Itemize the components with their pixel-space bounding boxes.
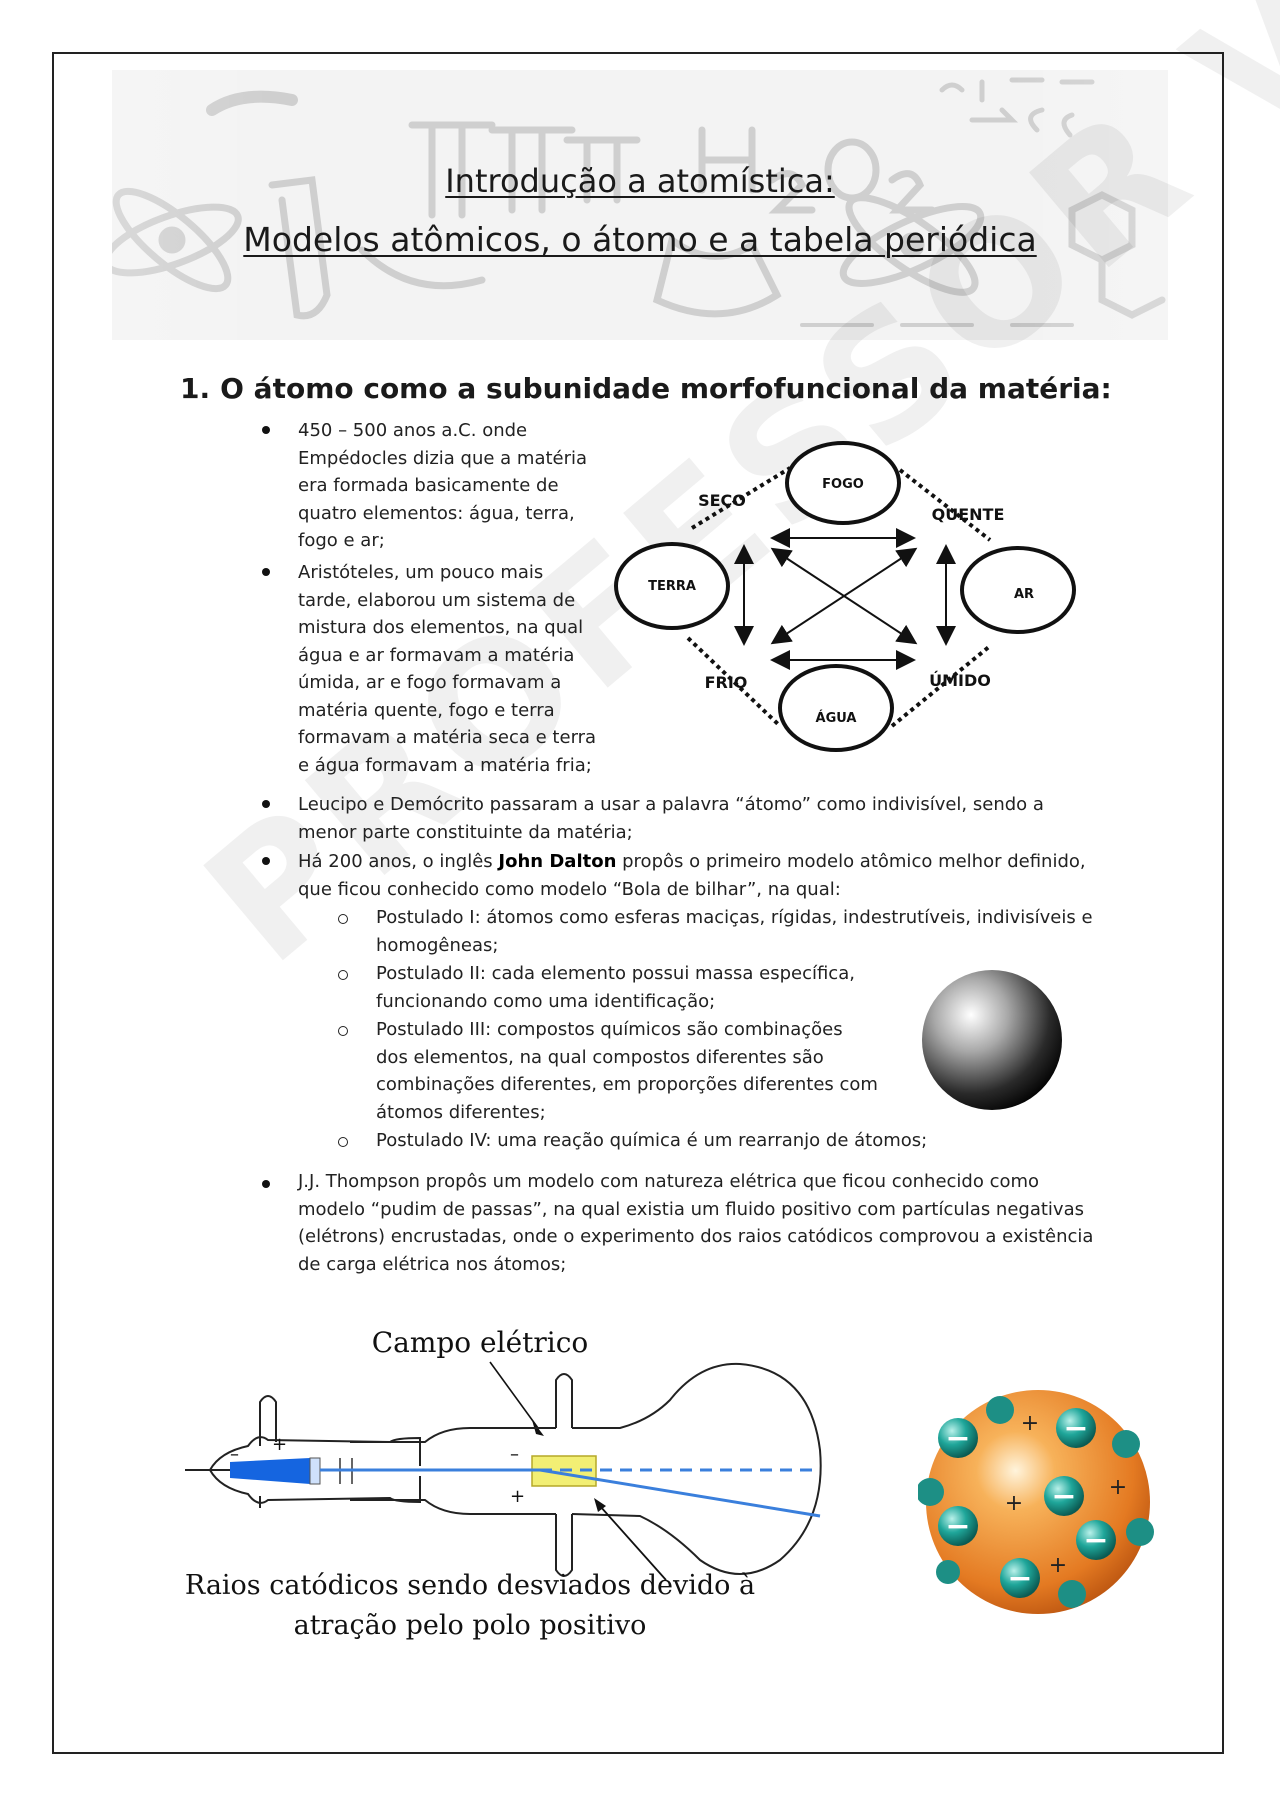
fogo-circle (785, 441, 901, 525)
ar-label: AR (1014, 587, 1034, 602)
plus-sign-plate: + (510, 1486, 525, 1507)
bullet-dot (262, 800, 270, 808)
plus-sign: + (1005, 1491, 1023, 1516)
four-elements-diagram: FOGO TERRA AR ÁGUA SECO QUENTE FRIO ÚMID… (614, 441, 1076, 752)
plus-sign: + (1049, 1553, 1067, 1578)
minus-sign: − (945, 1509, 970, 1544)
page-frame (52, 52, 1224, 1754)
text-line: fogo e ar; (298, 530, 385, 551)
agua-circle (778, 664, 894, 752)
minus-sign-left: – (230, 1444, 239, 1465)
positive-signs: + + + + (1005, 1411, 1127, 1578)
text-line: quatro elementos: água, terra, (298, 502, 575, 524)
cathode-ray-figure: Campo elétrico + – – + Raios catódicos s… (185, 1326, 822, 1641)
text-line: Postulado I: átomos como esferas maciças… (376, 907, 1093, 928)
postulado-2: Postulado II: cada elemento possui massa… (376, 960, 855, 1015)
text-line: Aristóteles, um pouco mais (298, 562, 544, 583)
text-line: (elétrons) encrustadas, onde o experimen… (298, 1226, 1094, 1247)
banner-doodles (112, 70, 1168, 340)
text-line: Empédocles dizia que a matéria (298, 447, 588, 469)
frio-label: FRIO (705, 673, 748, 692)
minus-sign: − (1051, 1479, 1076, 1514)
sub-bullet (338, 970, 348, 980)
text-line: água e ar formavam a matéria (298, 644, 575, 666)
cathode-caption-line2: atração pelo polo positivo (294, 1610, 647, 1641)
seco-label: SECO (698, 491, 746, 510)
text-line: formavam a matéria seca e terra (298, 727, 597, 748)
bullet-dot (262, 426, 270, 434)
section-title-text: O átomo como a subunidade morfofuncional… (220, 372, 1112, 405)
text-line: homogêneas; (376, 934, 499, 956)
text-line: Postulado III: compostos químicos são co… (376, 1019, 843, 1040)
text-line: menor parte constituinte da matéria; (298, 821, 633, 843)
text-line: J.J. Thompson propôs um modelo com natur… (298, 1171, 1040, 1192)
minus-sign: − (1083, 1523, 1108, 1558)
text-fragment: propôs o primeiro modelo atômico melhor … (616, 851, 1086, 872)
electrons (918, 1396, 1154, 1608)
bullet-dot (262, 568, 270, 576)
minus-sign: − (945, 1421, 970, 1456)
text-line: combinações diferentes, em proporções di… (376, 1074, 878, 1095)
text-line: modelo “pudim de passas”, na qual existi… (298, 1198, 1084, 1220)
bullet-aristoteles: Aristóteles, um pouco mais tarde, elabor… (298, 559, 596, 779)
umido-label: ÚMIDO (929, 671, 991, 690)
text-line: matéria quente, fogo e terra (298, 699, 555, 721)
text-line: que ficou conhecido como modelo “Bola de… (298, 878, 841, 900)
bullet-empedocles: 450 – 500 anos a.C. onde Empédocles dizi… (298, 417, 587, 555)
terra-label: TERRA (648, 579, 696, 594)
quente-label: QUENTE (932, 505, 1005, 524)
bullet-dalton: Há 200 anos, o inglês John Dalton propôs… (298, 848, 1086, 903)
text-line: era formada basicamente de (298, 475, 559, 496)
bullet-dot (262, 857, 270, 865)
text-line: Leucipo e Demócrito passaram a usar a pa… (298, 794, 1044, 815)
bullet-thompson: J.J. Thompson propôs um modelo com natur… (298, 1168, 1093, 1278)
section-number: 1. (180, 372, 211, 405)
bullet-dot (262, 1180, 270, 1188)
terra-circle (614, 542, 730, 630)
text-line: tarde, elaborou um sistema de (298, 589, 576, 611)
postulado-4: Postulado IV: uma reação química é um re… (376, 1127, 927, 1155)
text-line: funcionando como uma identificação; (376, 990, 716, 1012)
text-fragment: Há 200 anos, o inglês (298, 851, 499, 872)
agua-label: ÁGUA (816, 710, 857, 726)
sub-bullet (338, 914, 348, 924)
plus-sign: + (1109, 1475, 1127, 1500)
cathode-caption-line1: Raios catódicos sendo desviados devido à (185, 1570, 755, 1601)
text-line: 450 – 500 anos a.C. onde (298, 420, 528, 441)
minus-sign: − (1007, 1561, 1032, 1596)
text-line: Postulado II: cada elemento possui massa… (376, 963, 855, 984)
dalton-name: John Dalton (498, 851, 617, 872)
postulado-1: Postulado I: átomos como esferas maciças… (376, 904, 1093, 959)
ar-circle (960, 546, 1076, 634)
sub-bullet (338, 1026, 348, 1036)
page-title-line1: Introdução a atomística: (445, 162, 835, 200)
text-line: mistura dos elementos, na qual (298, 617, 584, 638)
bullet-leucipo: Leucipo e Demócrito passaram a usar a pa… (298, 791, 1044, 846)
section-title: 1. O átomo como a subunidade morfofuncion… (180, 372, 1112, 405)
header-banner: Introdução a atomística: Modelos atômico… (112, 70, 1168, 340)
fogo-label: FOGO (822, 477, 864, 492)
minus-sign: − (1063, 1411, 1088, 1446)
plus-sign-left: + (272, 1434, 287, 1455)
sub-bullet (338, 1137, 348, 1147)
postulado-3: Postulado III: compostos químicos são co… (376, 1016, 878, 1126)
text-line: úmida, ar e fogo formavam a (298, 672, 562, 693)
text-line: Há 200 anos, o inglês John Dalton propôs… (298, 848, 1086, 876)
campo-eletrico-label: Campo elétrico (372, 1326, 589, 1359)
plum-pudding-model: − − − − − − + + + + (918, 1390, 1154, 1614)
dalton-sphere-image (922, 970, 1062, 1110)
text-line: de carga elétrica nos átomos; (298, 1253, 567, 1275)
text-line: e água formavam a matéria fria; (298, 754, 592, 776)
electron-signs: − − − − − − (945, 1411, 1108, 1596)
text-line: átomos diferentes; (376, 1101, 546, 1123)
minus-sign-plate: – (510, 1444, 519, 1465)
plus-sign: + (1021, 1411, 1039, 1436)
text-line: dos elementos, na qual compostos diferen… (376, 1046, 824, 1068)
page-title-line2: Modelos atômicos, o átomo e a tabela per… (243, 220, 1037, 259)
text-line: Postulado IV: uma reação química é um re… (376, 1130, 928, 1151)
